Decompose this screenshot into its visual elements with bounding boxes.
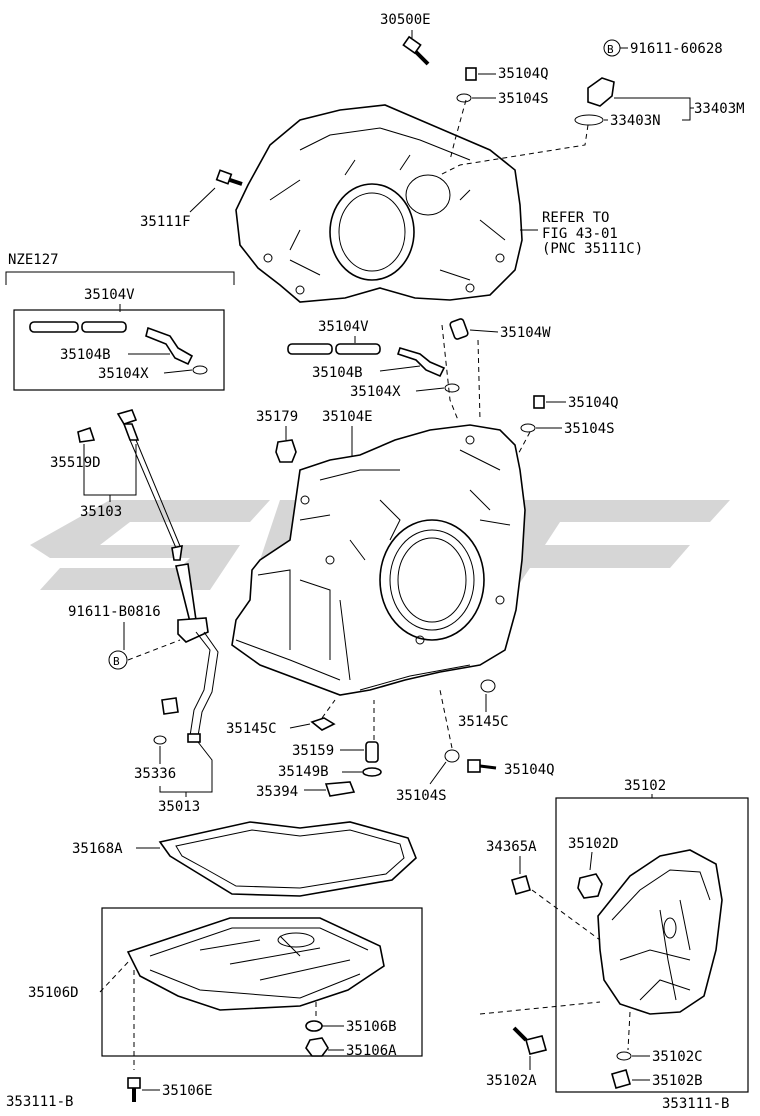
- label-35103: 35103: [80, 504, 122, 520]
- label-35104Q-low: 35104Q: [504, 762, 555, 778]
- label-35104B-mid: 35104B: [312, 365, 363, 381]
- transaxle-housing-top: [235, 104, 523, 303]
- wire-harness-box: [29, 321, 208, 375]
- circle-b-label-left: B: [113, 655, 120, 668]
- label-35168A: 35168A: [72, 841, 123, 857]
- label-35102D: 35102D: [568, 836, 619, 852]
- refer-line3: (PNC 35111C): [542, 241, 643, 257]
- label-35102: 35102: [624, 778, 666, 794]
- label-35179: 35179: [256, 409, 298, 425]
- label-35104S-low: 35104S: [396, 788, 447, 804]
- footer-right-code: 353111-B: [662, 1096, 729, 1112]
- label-35104S-top: 35104S: [498, 91, 549, 107]
- label-35159: 35159: [292, 743, 334, 759]
- label-35149B: 35149B: [278, 764, 329, 780]
- label-35106A: 35106A: [346, 1043, 397, 1059]
- label-35106D: 35106D: [28, 985, 79, 1001]
- oil-dipstick: [77, 409, 183, 561]
- bolt-35111F: [215, 169, 243, 186]
- circle-b-label-top: B: [607, 43, 614, 56]
- extension-housing: [511, 849, 723, 1089]
- label-35102A: 35102A: [486, 1073, 537, 1089]
- label-35145C-right: 35145C: [458, 714, 509, 730]
- label-35104X-box: 35104X: [98, 366, 149, 382]
- label-35102B: 35102B: [652, 1073, 703, 1089]
- label-33403M: 33403M: [694, 101, 745, 117]
- oil-pan-gasket: [158, 821, 417, 897]
- oil-filler-tube: [153, 563, 219, 745]
- label-35104Q-top: 35104Q: [498, 66, 549, 82]
- label-35013: 35013: [158, 799, 200, 815]
- label-35106E: 35106E: [162, 1083, 213, 1099]
- wire-harness-mid: [287, 318, 469, 393]
- label-35394: 35394: [256, 784, 298, 800]
- label-35106B: 35106B: [346, 1019, 397, 1035]
- label-91611-B0816: 91611-B0816: [68, 604, 161, 620]
- label-35104Q-mid: 35104Q: [568, 395, 619, 411]
- refer-line2: FIG 43-01: [542, 226, 618, 242]
- transmission-case-main: [231, 424, 526, 696]
- label-91611-60628: 91611-60628: [630, 41, 723, 57]
- label-33403N: 33403N: [610, 113, 661, 129]
- label-35519D: 35519D: [50, 455, 101, 471]
- bolt-35102A: [512, 1026, 547, 1055]
- label-35102C: 35102C: [652, 1049, 703, 1065]
- oil-pan: [126, 917, 385, 1057]
- bolt-35104Q-mid: [520, 395, 545, 433]
- oil-pan-box: [101, 907, 423, 1057]
- plug-35179: [275, 439, 297, 463]
- label-35104W: 35104W: [500, 325, 551, 341]
- bolt-35106E: [127, 1077, 141, 1102]
- label-35104V-box: 35104V: [84, 287, 135, 303]
- label-34365A: 34365A: [486, 839, 537, 855]
- speed-sensor: [456, 67, 615, 126]
- label-35336: 35336: [134, 766, 176, 782]
- cover-detail-box: [555, 797, 749, 1093]
- label-35104S-mid: 35104S: [564, 421, 615, 437]
- label-35104X-mid: 35104X: [350, 384, 401, 400]
- label-nze127: NZE127: [8, 252, 59, 268]
- bolt-30500E: [402, 30, 430, 66]
- label-35104V-mid: 35104V: [318, 319, 369, 335]
- label-35104B-box: 35104B: [60, 347, 111, 363]
- label-35145C-left: 35145C: [226, 721, 277, 737]
- circle-b-marker-left: [108, 650, 128, 670]
- label-35104E: 35104E: [322, 409, 373, 425]
- refer-line1: REFER TO: [542, 210, 609, 226]
- footer-left-code: 353111-B: [6, 1094, 73, 1110]
- label-30500E: 30500E: [380, 12, 431, 28]
- label-35111F: 35111F: [140, 214, 191, 230]
- drain-washer-group: [310, 679, 497, 797]
- nze-detail-box: [13, 309, 225, 391]
